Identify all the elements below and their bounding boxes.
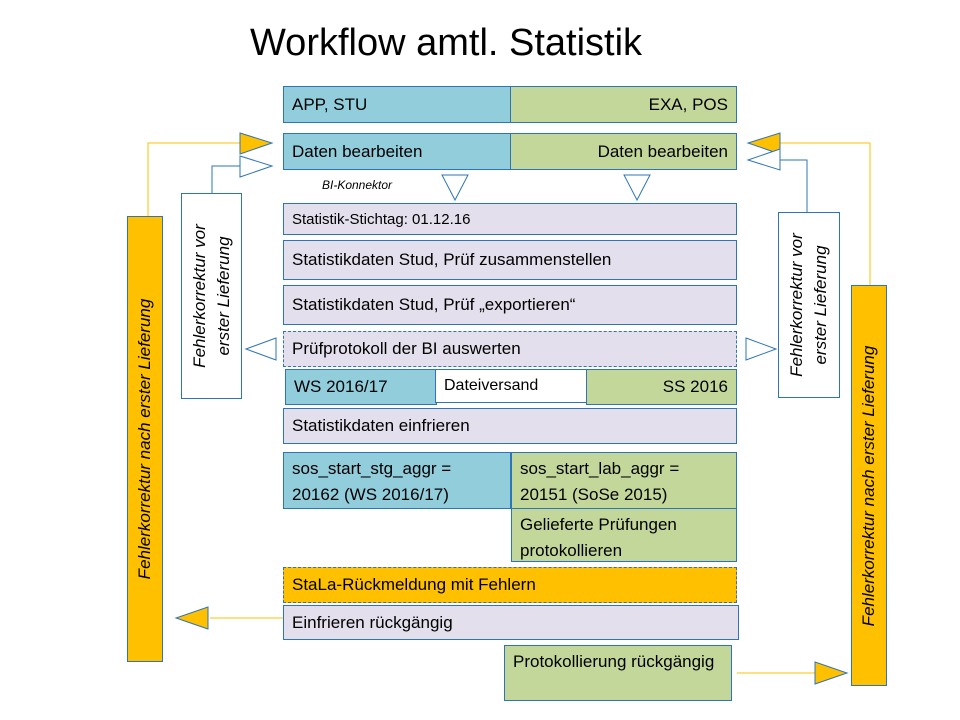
arrow-right-vor-icon xyxy=(746,148,781,171)
pruefprotokoll-label: Prüfprotokoll der BI auswerten xyxy=(292,339,521,358)
pruefungen-box: Gelieferte Prüfungen protokollieren xyxy=(511,508,737,562)
stg-aggr-label: sos_start_stg_aggr = 20162 (WS 2016/17) xyxy=(292,459,452,504)
dateiversand-label: Dateiversand xyxy=(444,377,539,394)
edit-right-label: Daten bearbeiten xyxy=(597,141,728,161)
exportieren-box: Statistikdaten Stud, Prüf „exportieren“ xyxy=(283,285,737,325)
pruefungen-label: Gelieferte Prüfungen protokollieren xyxy=(520,515,677,560)
header-right-label: EXA, POS xyxy=(648,94,728,114)
stg-aggr-box: sos_start_stg_aggr = 20162 (WS 2016/17) xyxy=(283,452,511,509)
exportieren-label: Statistikdaten Stud, Prüf „exportieren“ xyxy=(292,295,576,314)
arrow-down-left-icon xyxy=(441,174,469,202)
einfrieren-rueck-label: Einfrieren rückgängig xyxy=(292,612,453,632)
protokoll-rueck-label: Protokollierung rückgängig xyxy=(513,652,715,671)
connector-nach-left-top xyxy=(147,142,240,216)
fehlerkorrektur-nach-right: Fehlerkorrektur nach erster Lieferung xyxy=(851,285,887,686)
header-left-label: APP, STU xyxy=(292,94,368,114)
stichtag-box: Statistik-Stichtag: 01.12.16 xyxy=(283,203,737,235)
arrow-pruef-right-icon xyxy=(745,337,778,361)
arrow-left-vor-icon xyxy=(239,155,274,178)
einfrieren-rueck-box: Einfrieren rückgängig xyxy=(283,605,739,640)
ss-box: SS 2016 xyxy=(586,369,737,405)
page-title: Workflow amtl. Statistik xyxy=(250,22,643,64)
dateiversand-box: Dateiversand xyxy=(435,369,587,403)
arrow-right-top-icon xyxy=(746,132,781,155)
stala-box: StaLa-Rückmeldung mit Fehlern xyxy=(283,567,737,603)
einfrieren-box: Statistikdaten einfrieren xyxy=(283,408,737,444)
lab-aggr-label: sos_start_lab_aggr = 20151 (SoSe 2015) xyxy=(520,459,680,504)
protokoll-rueck-box: Protokollierung rückgängig xyxy=(504,645,732,701)
header-app-stu: APP, STU xyxy=(283,86,511,123)
zusammenstellen-box: Statistikdaten Stud, Prüf zusammenstelle… xyxy=(283,240,737,280)
ss-label: SS 2016 xyxy=(662,377,728,396)
arrow-pruef-left-icon xyxy=(244,337,277,361)
edit-left-label: Daten bearbeiten xyxy=(292,141,423,161)
fehlerkorrektur-nach-left: Fehlerkorrektur nach erster Lieferung xyxy=(127,216,163,662)
arrow-left-top-icon xyxy=(239,132,274,155)
pruefprotokoll-box: Prüfprotokoll der BI auswerten xyxy=(283,331,737,367)
arrow-left-bottom-icon xyxy=(174,606,209,630)
connector-nach-right-top xyxy=(780,142,871,285)
bi-konnektor-label: BI-Konnektor xyxy=(322,178,393,192)
zusammenstellen-label: Statistikdaten Stud, Prüf zusammenstelle… xyxy=(292,250,612,269)
header-exa-pos: EXA, POS xyxy=(510,86,737,123)
ws-box: WS 2016/17 xyxy=(285,369,437,405)
connector-vor-right xyxy=(778,159,808,212)
stichtag-label: Statistik-Stichtag: 01.12.16 xyxy=(292,210,471,228)
edit-right-box: Daten bearbeiten xyxy=(510,133,737,170)
fehlerkorrektur-vor-right: Fehlerkorrektur vor erster Lieferung xyxy=(778,212,840,398)
edit-left-box: Daten bearbeiten xyxy=(283,133,511,170)
stala-label: StaLa-Rückmeldung mit Fehlern xyxy=(292,575,536,594)
arrow-right-bottom-icon xyxy=(814,661,849,685)
arrow-down-right-icon xyxy=(623,174,651,202)
connector-vor-left xyxy=(211,165,240,193)
fehlerkorrektur-vor-left: Fehlerkorrektur vor erster Lieferung xyxy=(181,193,242,399)
einfrieren-label: Statistikdaten einfrieren xyxy=(292,416,470,435)
ws-label: WS 2016/17 xyxy=(294,377,388,396)
lab-aggr-box: sos_start_lab_aggr = 20151 (SoSe 2015) xyxy=(511,452,737,509)
